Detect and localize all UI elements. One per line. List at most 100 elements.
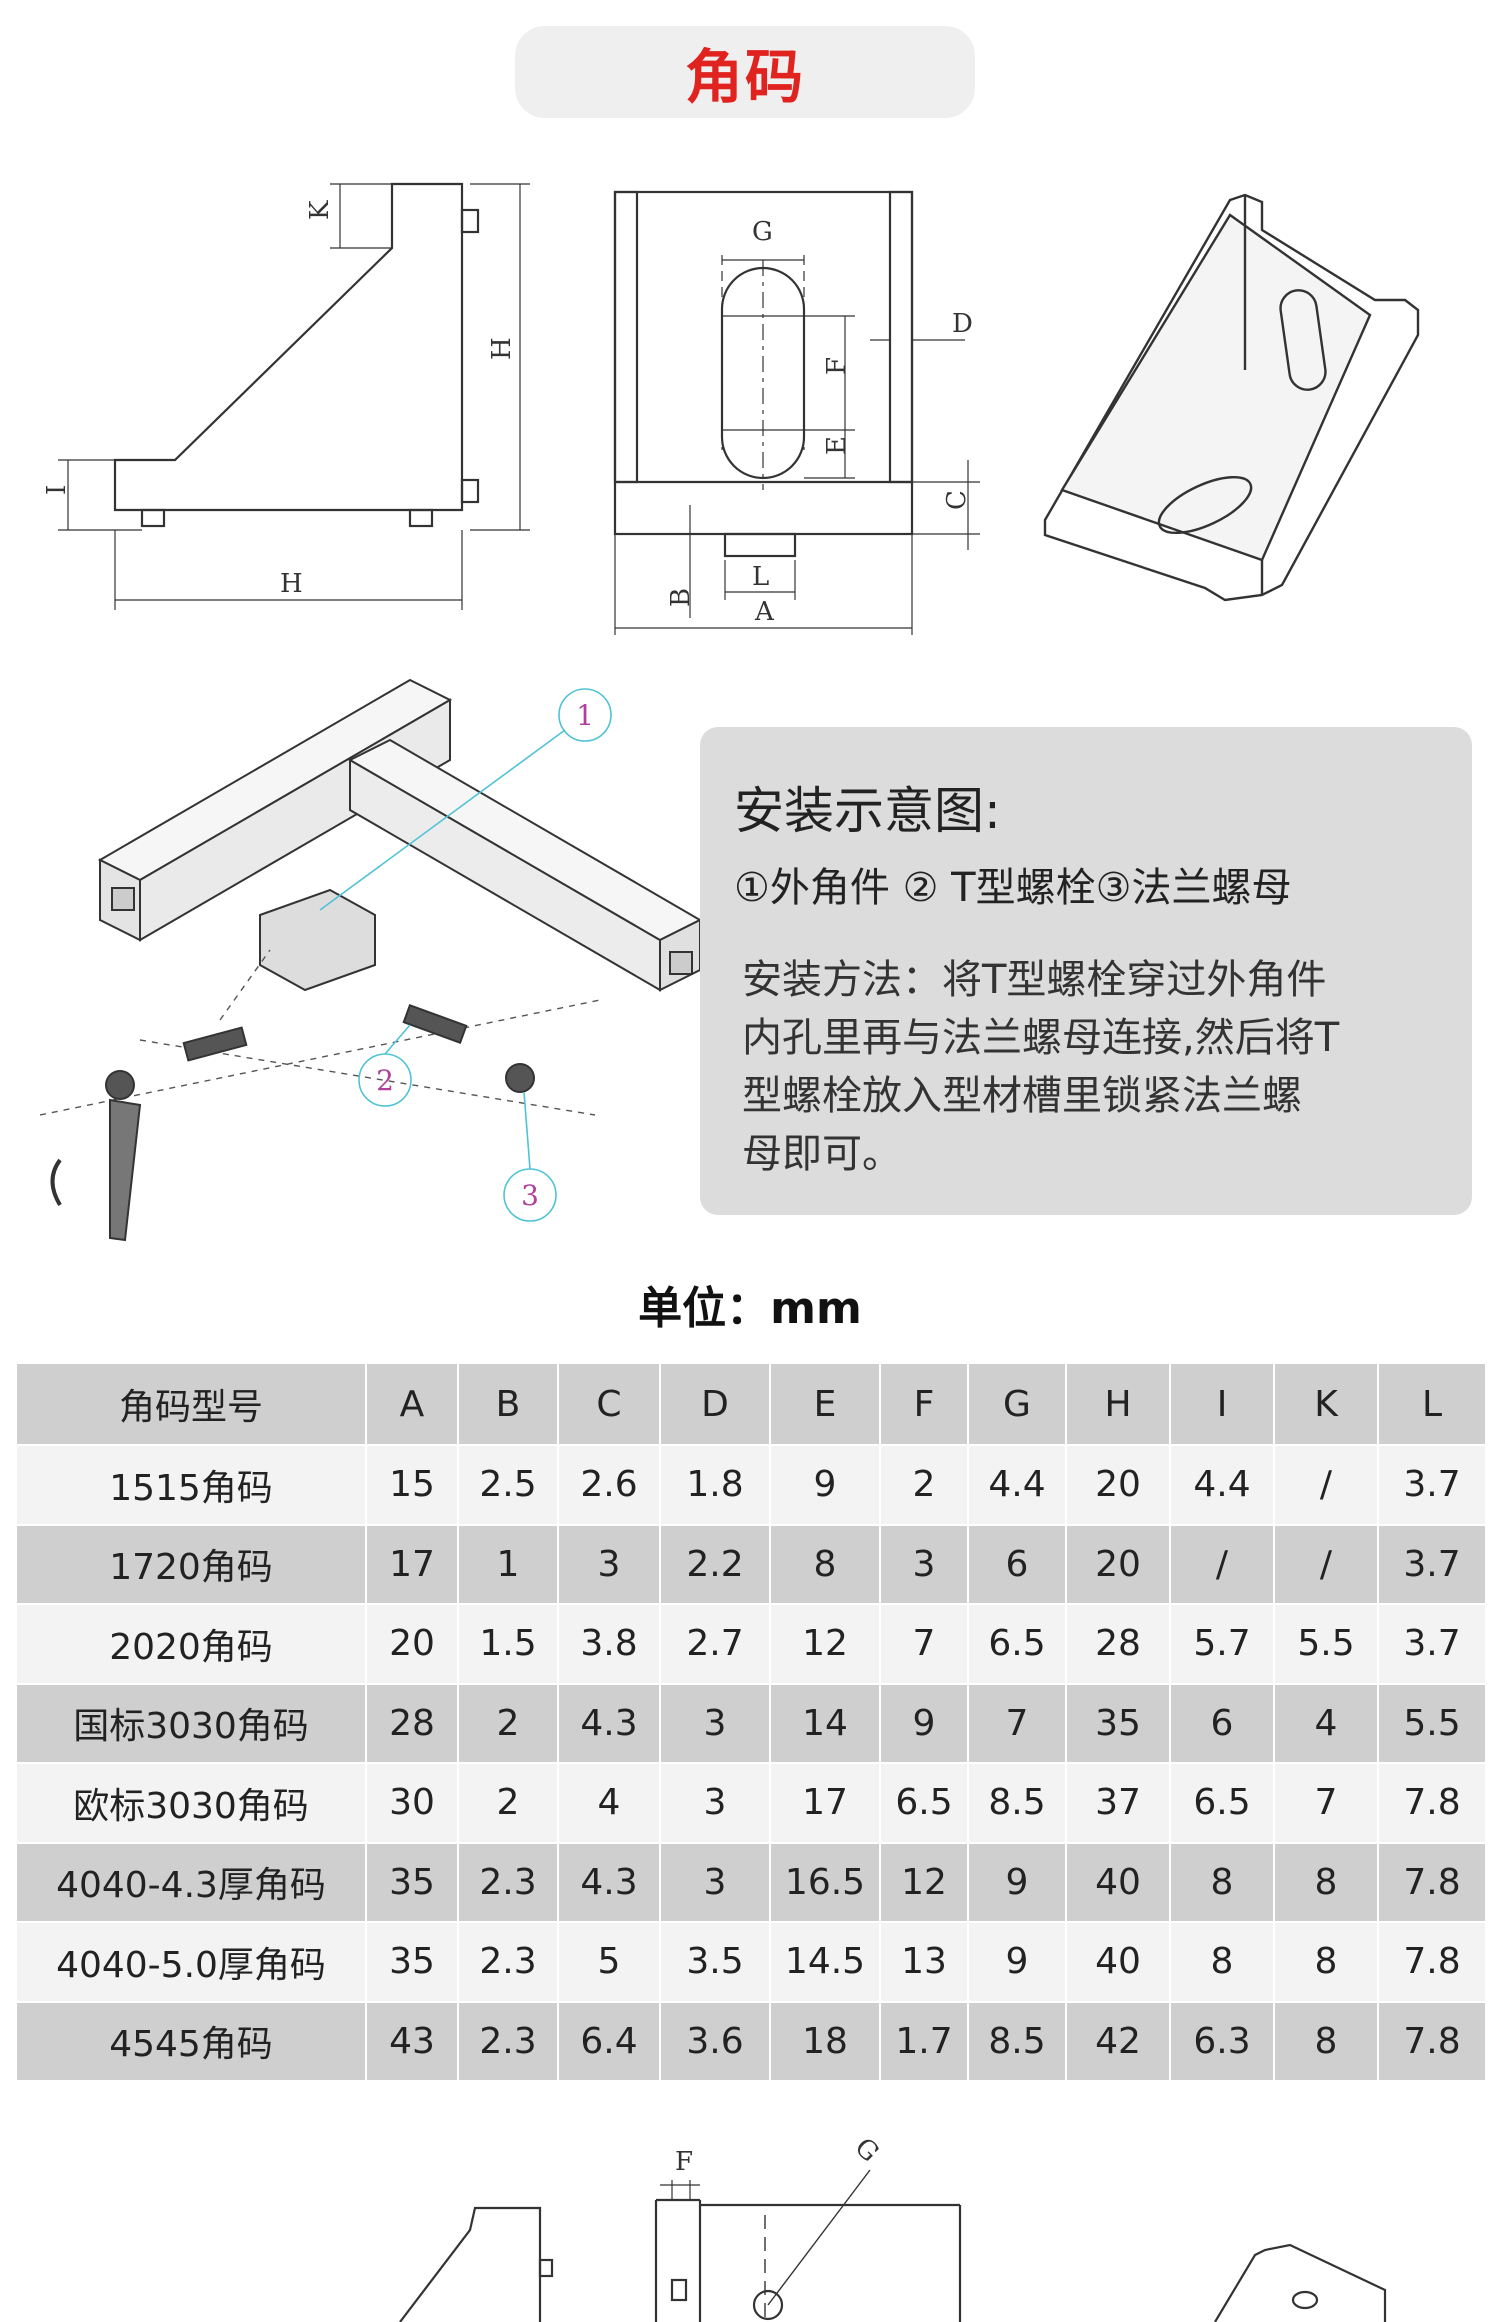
header-dim-g: G xyxy=(967,1362,1067,1446)
bottom-partial-drawings: F G xyxy=(399,2132,1387,2322)
value-cell: 9 xyxy=(967,1841,1067,1923)
header-dim-c: C xyxy=(557,1362,661,1446)
value-cell: 20 xyxy=(1065,1523,1171,1605)
value-cell: 4.3 xyxy=(557,1841,661,1923)
dim-c-label: C xyxy=(942,490,972,510)
value-cell: 14 xyxy=(769,1682,881,1764)
model-cell: 欧标3030角码 xyxy=(15,1762,367,1844)
value-cell: 20 xyxy=(365,1603,459,1685)
model-cell: 1515角码 xyxy=(15,1444,367,1526)
installation-note-panel: 安装示意图: ①外角件 ② T型螺栓③法兰螺母 安装方法：将T型螺栓穿过外角件 … xyxy=(700,727,1472,1215)
unit-label: 单位：mm xyxy=(638,1283,862,1334)
value-cell: 2.3 xyxy=(457,2000,559,2082)
value-cell: 20 xyxy=(1065,1444,1171,1526)
value-cell: 4 xyxy=(557,1762,661,1844)
value-cell: 7.8 xyxy=(1377,1841,1487,1923)
value-cell: 8 xyxy=(1273,1841,1379,1923)
value-cell: 6.4 xyxy=(557,2000,661,2082)
bottom-isometric-view xyxy=(1214,2243,1387,2322)
value-cell: 4.4 xyxy=(1169,1444,1275,1526)
value-cell: 18 xyxy=(769,2000,881,2082)
value-cell: 8 xyxy=(1273,1921,1379,2003)
technical-drawings: K H I H G D F E C L B A xyxy=(42,182,1420,635)
value-cell: 42 xyxy=(1065,2000,1171,2082)
value-cell: 43 xyxy=(365,2000,459,2082)
header-dim-d: D xyxy=(659,1362,771,1446)
value-cell: 1.7 xyxy=(879,2000,969,2082)
header-dim-f: F xyxy=(879,1362,969,1446)
model-cell: 4040-4.3厚角码 xyxy=(15,1841,367,1923)
model-cell: 2020角码 xyxy=(15,1603,367,1685)
value-cell: 28 xyxy=(1065,1603,1171,1685)
value-cell: 8 xyxy=(1169,1841,1275,1923)
value-cell: 2.2 xyxy=(659,1523,771,1605)
value-cell: 8 xyxy=(1169,1921,1275,2003)
value-cell: / xyxy=(1273,1444,1379,1526)
value-cell: 6.3 xyxy=(1169,2000,1275,2082)
value-cell: 2 xyxy=(879,1444,969,1526)
value-cell: 7.8 xyxy=(1377,2000,1487,2082)
flange-nut-left xyxy=(105,1070,135,1100)
t-bolt-right xyxy=(402,1004,468,1044)
value-cell: 8 xyxy=(769,1523,881,1605)
bottom-dim-g-label: G xyxy=(849,2132,885,2168)
value-cell: 8.5 xyxy=(967,2000,1067,2082)
value-cell: 3 xyxy=(659,1682,771,1764)
dim-h-horizontal-label: H xyxy=(280,569,303,599)
callout-3: 3 xyxy=(521,1179,539,1212)
front-view-drawing xyxy=(613,190,980,635)
page-title: 角码 xyxy=(684,43,805,111)
header-dim-h: H xyxy=(1065,1362,1171,1446)
dim-i-label: I xyxy=(42,485,72,495)
header-dim-e: E xyxy=(769,1362,881,1446)
model-cell: 4040-5.0厚角码 xyxy=(15,1921,367,2003)
bottom-dim-f-label: F xyxy=(675,2147,693,2177)
value-cell: / xyxy=(1273,1523,1379,1605)
callout-1: 1 xyxy=(576,699,594,732)
title-banner: 角码 xyxy=(515,26,975,118)
wrench-icon xyxy=(109,1098,142,1242)
value-cell: 3 xyxy=(879,1523,969,1605)
value-cell: 2.6 xyxy=(557,1444,661,1526)
header-model: 角码型号 xyxy=(15,1362,367,1446)
installation-parts-list: ①外角件 ② T型螺栓③法兰螺母 xyxy=(734,865,1292,911)
model-cell: 1720角码 xyxy=(15,1523,367,1605)
value-cell: 1.8 xyxy=(659,1444,771,1526)
installation-title: 安装示意图: xyxy=(734,782,1001,840)
value-cell: 3.7 xyxy=(1377,1523,1487,1605)
dim-e-label: E xyxy=(822,436,852,455)
value-cell: 7.8 xyxy=(1377,1762,1487,1844)
value-cell: 1 xyxy=(457,1523,559,1605)
value-cell: 5.5 xyxy=(1273,1603,1379,1685)
value-cell: 7 xyxy=(879,1603,969,1685)
value-cell: 17 xyxy=(365,1523,459,1605)
dim-a-label: A xyxy=(754,597,775,627)
value-cell: 2 xyxy=(457,1682,559,1764)
value-cell: 40 xyxy=(1065,1921,1171,2003)
value-cell: 6 xyxy=(967,1523,1067,1605)
value-cell: 35 xyxy=(1065,1682,1171,1764)
callout-2: 2 xyxy=(376,1064,394,1097)
value-cell: 2.3 xyxy=(457,1921,559,2003)
value-cell: 6.5 xyxy=(879,1762,969,1844)
model-cell: 4545角码 xyxy=(15,2000,367,2082)
value-cell: 37 xyxy=(1065,1762,1171,1844)
value-cell: 35 xyxy=(365,1841,459,1923)
header-dim-i: I xyxy=(1169,1362,1275,1446)
value-cell: 6.5 xyxy=(967,1603,1067,1685)
value-cell: 3.7 xyxy=(1377,1603,1487,1685)
value-cell: 2.7 xyxy=(659,1603,771,1685)
value-cell: 2 xyxy=(457,1762,559,1844)
method-line: 型螺栓放入型材槽里锁紧法兰螺 xyxy=(742,1073,1302,1119)
value-cell: 30 xyxy=(365,1762,459,1844)
value-cell: 16.5 xyxy=(769,1841,881,1923)
value-cell: 3.7 xyxy=(1377,1444,1487,1526)
assembly-diagram: 1 2 3 xyxy=(40,678,700,1242)
